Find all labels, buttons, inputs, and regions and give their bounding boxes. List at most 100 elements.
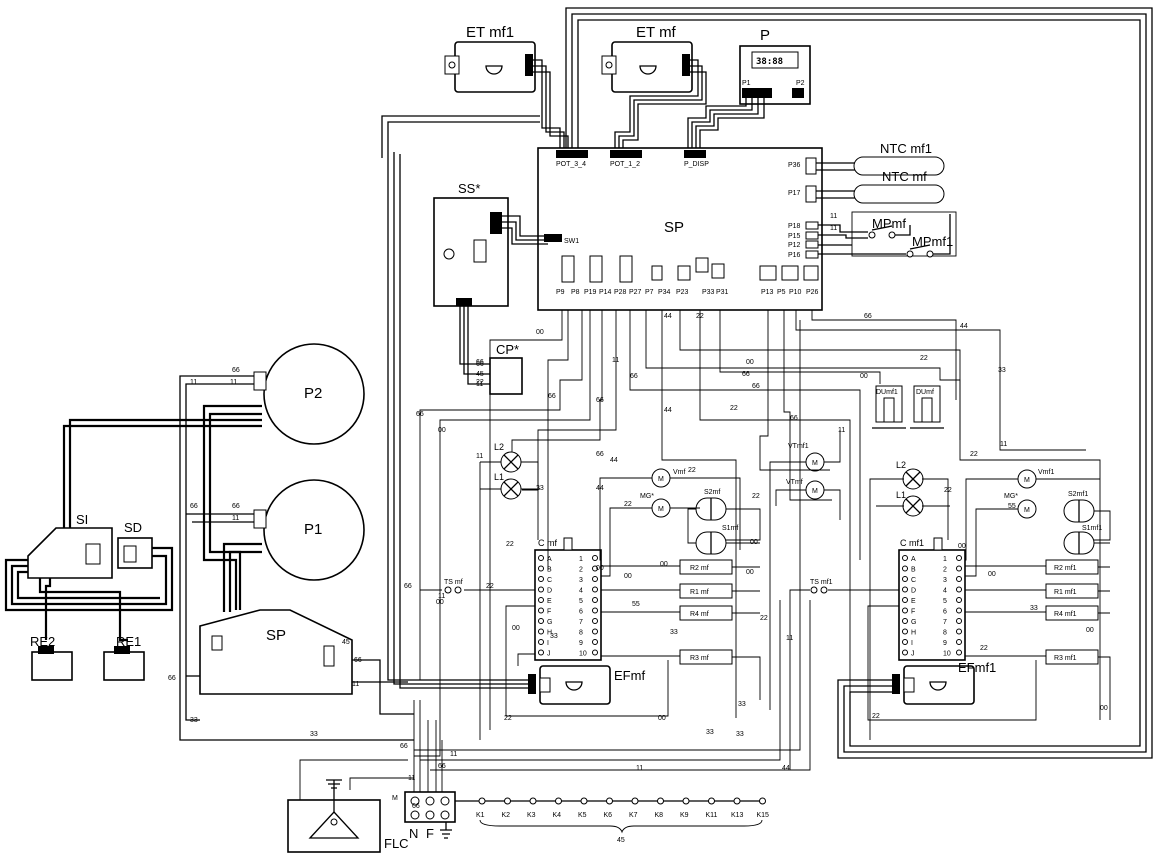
sp-port-p36: P36 — [788, 162, 801, 169]
re2-unit[interactable]: RE2 — [30, 634, 73, 681]
s2mf-sensor[interactable]: S2mf — [695, 489, 727, 521]
et-mf-unit[interactable]: ET mf — [601, 24, 693, 93]
mg-right-label: MG* — [1004, 493, 1018, 500]
wire-number: 33 — [998, 367, 1006, 374]
vtmf-motor[interactable]: M VTmf — [786, 479, 825, 500]
k-terminal-label: K11 — [706, 812, 718, 819]
r-mf1-resistors[interactable]: R2 mf1 R1 mf1 R4 mf1 R3 mf1 — [1045, 559, 1099, 665]
ef-mf-valve[interactable]: EFmf — [528, 665, 645, 705]
ss-board[interactable]: SS* SW1 — [433, 181, 579, 307]
sp-port-p17: P17 — [788, 190, 801, 197]
s1mf-sensor[interactable]: S1mf — [695, 525, 738, 555]
wire-number: 33 — [706, 729, 714, 736]
p-display-unit[interactable]: 38:88 P P1 P2 — [739, 27, 811, 105]
wire-number: 66 — [232, 367, 240, 374]
wire-number: 66 — [864, 313, 872, 320]
k-terminal-k8[interactable] — [657, 797, 664, 805]
re1-unit[interactable]: RE1 — [103, 634, 145, 681]
wire-number: 44 — [610, 457, 618, 464]
ts-mf1-thermostat[interactable]: TS mf1 — [810, 579, 833, 594]
vtmf-label: VTmf — [786, 479, 803, 486]
l2-right-lamp[interactable]: L2 — [896, 460, 924, 490]
mp-mf1-label: MPmf1 — [912, 234, 953, 249]
p1-pump[interactable]: P1 — [253, 479, 365, 581]
wire-number: 22 — [970, 451, 978, 458]
si-label: SI — [76, 512, 88, 527]
ef-mf1-valve[interactable]: EFmf1 — [892, 660, 996, 705]
r4-mf-label: R4 mf — [690, 611, 709, 618]
sp-main-board[interactable]: POT_3_4 POT_1_2 P_DISP SP P36 P17 P18 P1… — [537, 147, 823, 311]
c-mf-pin-b: B — [547, 567, 552, 574]
l1-lamp[interactable]: L1 — [494, 472, 522, 500]
wire-number: 00 — [512, 625, 520, 632]
wire-number: 22 — [730, 405, 738, 412]
mg-motor[interactable]: M MG* — [640, 493, 671, 518]
r3-mf1-label: R3 mf1 — [1054, 655, 1077, 662]
k-terminal-k5[interactable] — [580, 797, 588, 805]
mp-switch-group[interactable]: MPmf MPmf1 — [818, 211, 957, 258]
k-terminal-k1[interactable] — [478, 797, 486, 805]
c-mf-pin-5: 5 — [579, 598, 583, 605]
k-terminal-label: K13 — [731, 812, 744, 819]
dumf-label: DUmf — [916, 389, 934, 396]
k-terminal-k9[interactable] — [682, 797, 690, 805]
sw1-label: SW1 — [564, 238, 579, 245]
wire-number: 11 — [636, 765, 643, 772]
c-mf1-pin-g: G — [911, 619, 916, 626]
wire-number: 22 — [504, 715, 512, 722]
k-terminal-k6[interactable] — [606, 797, 613, 805]
c-mf1-pin-h: H — [911, 630, 916, 637]
k-terminal-k13[interactable] — [733, 797, 741, 805]
l1-right-lamp[interactable]: L1 — [896, 490, 924, 517]
sp-main-label: SP — [664, 219, 684, 236]
s1mf1-sensor[interactable]: S1mf1 — [1063, 525, 1102, 555]
mg-right-motor[interactable]: M MG* — [1004, 493, 1037, 519]
p2-pump[interactable]: P2 — [253, 343, 365, 445]
k-terminal-k3[interactable] — [529, 797, 537, 805]
sd-unit[interactable]: SD — [117, 520, 153, 569]
wire-number: 00 — [624, 573, 632, 580]
flc-filter[interactable]: FLC — [287, 779, 409, 853]
k-terminal-k4[interactable] — [555, 797, 562, 805]
s1mf1-label: S1mf1 — [1082, 525, 1102, 532]
main-terminal-block[interactable]: M N F — [392, 791, 456, 841]
vmf1-motor[interactable]: M Vmf1 — [1017, 469, 1054, 489]
wire-number: 11 — [232, 515, 239, 522]
wire-number: 66 — [752, 383, 760, 390]
dumf1-unit[interactable]: DUmf1 — [872, 385, 906, 429]
r4-mf1-label: R4 mf1 — [1054, 611, 1077, 618]
wire-number: 33 — [536, 485, 544, 492]
ntc-mf-probe[interactable]: NTC mf — [816, 169, 945, 204]
s2mf1-sensor[interactable]: S2mf1 — [1063, 491, 1095, 523]
dumf-unit[interactable]: DUmf — [910, 385, 944, 429]
c-mf1-pin-3: 3 — [943, 577, 947, 584]
r-mf-resistors[interactable]: R2 mf R1 mf R4 mf R3 mf — [679, 559, 733, 665]
cp-unit[interactable]: CP* 66 45 11 — [476, 342, 523, 395]
outer-loop-wires — [381, 7, 1153, 759]
wire-number: 66 — [168, 675, 176, 682]
cp-pin-45: 45 — [476, 371, 484, 378]
k-terminal-label: K4 — [553, 812, 562, 819]
ts-mf-thermostat[interactable]: TS mf — [444, 579, 463, 594]
k-terminal-k2[interactable] — [504, 797, 511, 805]
wire-number: 11 — [838, 427, 845, 434]
l2-lamp[interactable]: L2 — [494, 442, 522, 473]
et-mf1-unit[interactable]: ET mf1 — [444, 24, 536, 93]
c-mf1-pin-6: 6 — [943, 609, 947, 616]
k-terminal-label: K1 — [476, 812, 485, 819]
k-terminal-k15[interactable] — [759, 797, 766, 805]
ntc-mf1-probe[interactable]: NTC mf1 — [816, 141, 945, 176]
sp-small-board[interactable]: SP — [199, 609, 353, 695]
vtmf1-motor[interactable]: M VTmf1 — [788, 443, 825, 472]
wire-number: 33 — [738, 701, 746, 708]
c-mf-pin-h: H — [547, 630, 552, 637]
sp-port-p28: P28 — [614, 289, 627, 296]
si-unit[interactable]: SI — [27, 512, 113, 579]
k-terminal-k7[interactable] — [631, 797, 639, 805]
svg-text:M: M — [658, 506, 664, 513]
k-terminal-k11[interactable] — [708, 797, 715, 805]
